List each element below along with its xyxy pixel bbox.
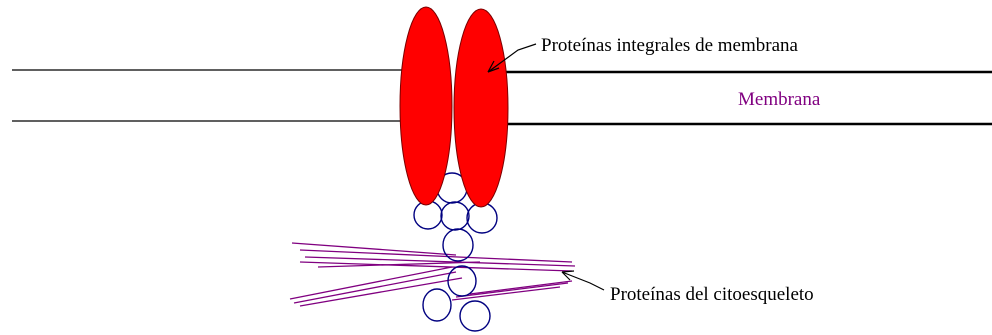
integral-protein-left xyxy=(400,7,452,205)
integral-protein-right xyxy=(454,9,508,207)
integral-proteins xyxy=(400,7,508,207)
cytoskeleton-fiber xyxy=(300,250,572,262)
cytoskeleton-fiber xyxy=(294,272,456,303)
globular-protein xyxy=(467,203,497,233)
cytoskeleton-proteins-label: Proteínas del citoesqueleto xyxy=(610,284,814,305)
globular-protein xyxy=(460,301,490,331)
cytoskeleton-fiber xyxy=(305,257,575,266)
globular-protein xyxy=(443,229,473,261)
membrane-label: Membrana xyxy=(738,89,821,110)
globular-protein xyxy=(423,289,451,321)
integral-proteins-label: Proteínas integrales de membrana xyxy=(541,35,799,56)
globular-protein xyxy=(441,202,469,230)
globular-protein xyxy=(448,266,476,296)
cytoskeleton-fibers xyxy=(290,243,575,306)
